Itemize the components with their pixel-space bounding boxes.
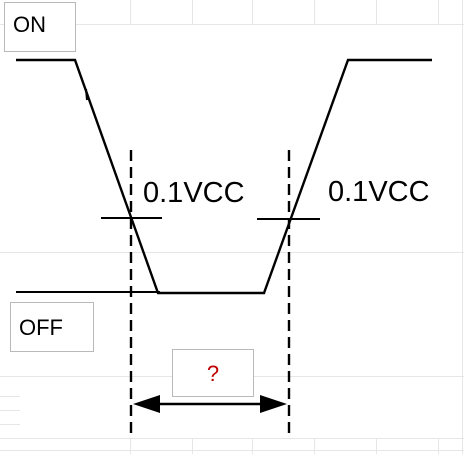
- waveform-trace: [16, 58, 432, 295]
- on-label-text: ON: [13, 12, 46, 37]
- threshold-label-left: 0.1VCC: [141, 177, 247, 209]
- off-state-label: OFF: [10, 302, 94, 352]
- off-label-text: OFF: [19, 315, 63, 340]
- dimension-arrow-left-head: [133, 395, 160, 413]
- edge-tick-mark: [85, 88, 88, 101]
- on-state-label: ON: [4, 2, 76, 52]
- threshold-label-right: 0.1VCC: [326, 176, 432, 208]
- question-mark-text: ?: [206, 361, 220, 386]
- dimension-arrow-right-head: [260, 395, 287, 413]
- unknown-interval-label: ?: [172, 349, 254, 397]
